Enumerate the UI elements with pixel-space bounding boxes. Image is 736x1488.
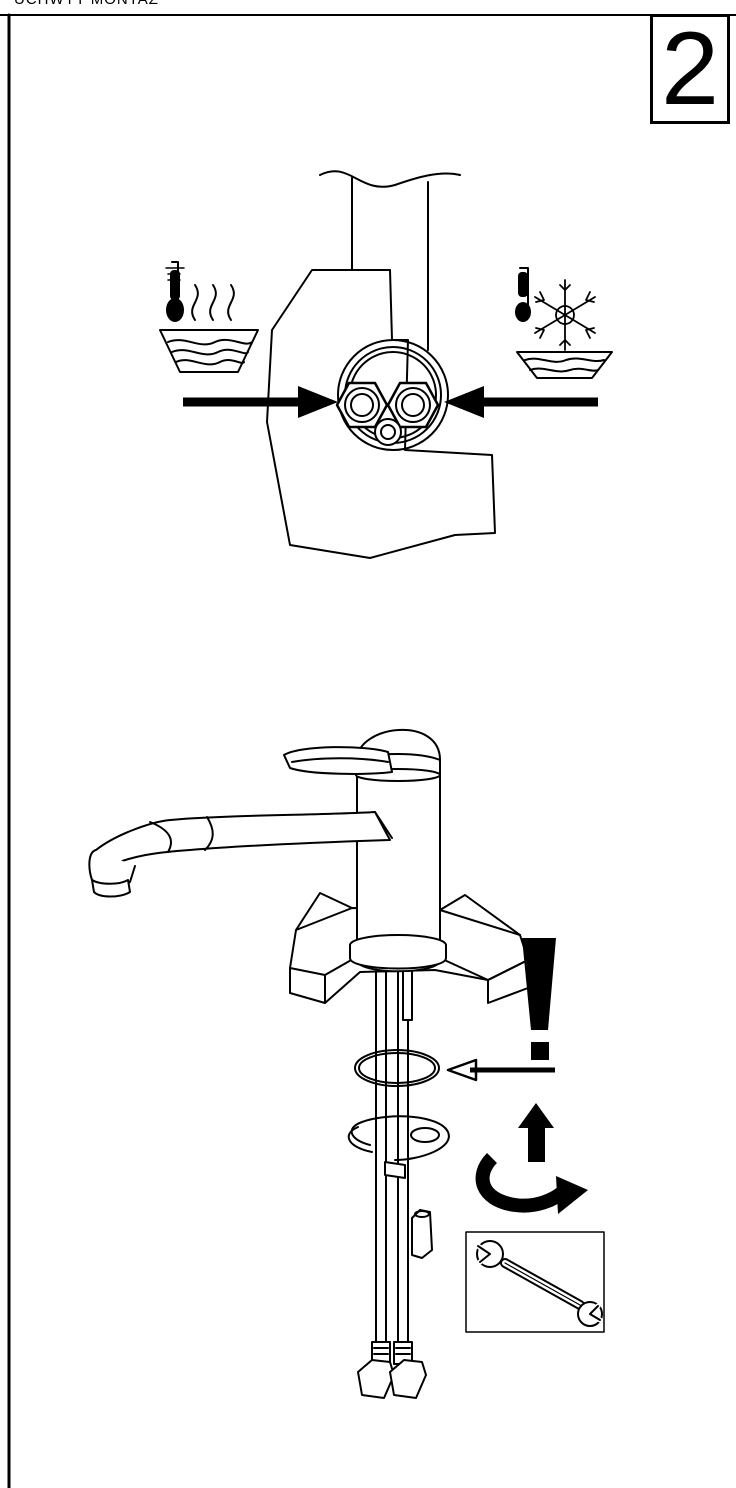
hex-nut [411, 1209, 433, 1259]
header-bar: UCHWYT MONTAŻ [0, 0, 736, 16]
supply-hoses [357, 971, 427, 1399]
exclamation-icon [522, 938, 556, 1060]
cold-inlet-arrow [444, 386, 598, 418]
header-title: UCHWYT MONTAŻ [14, 0, 159, 8]
up-arrow [518, 1103, 554, 1162]
o-ring-pointer-arrow [446, 1058, 555, 1082]
cold-water-icon [515, 267, 613, 379]
page-frame [0, 13, 736, 1488]
faucet [88, 728, 447, 973]
snowflake-icon [534, 279, 596, 351]
step-number-box: 2 [650, 14, 730, 124]
open-end-wrench-icon [475, 1240, 603, 1327]
wrench-tool-panel [465, 1231, 605, 1333]
step-number: 2 [661, 11, 719, 127]
hot-inlet-arrow [183, 386, 338, 418]
horseshoe-washer [347, 1115, 450, 1179]
rotate-arrow-icon [475, 1153, 588, 1214]
o-ring [354, 1049, 440, 1087]
hot-water-icon [159, 261, 259, 373]
connection-detail [266, 170, 496, 559]
